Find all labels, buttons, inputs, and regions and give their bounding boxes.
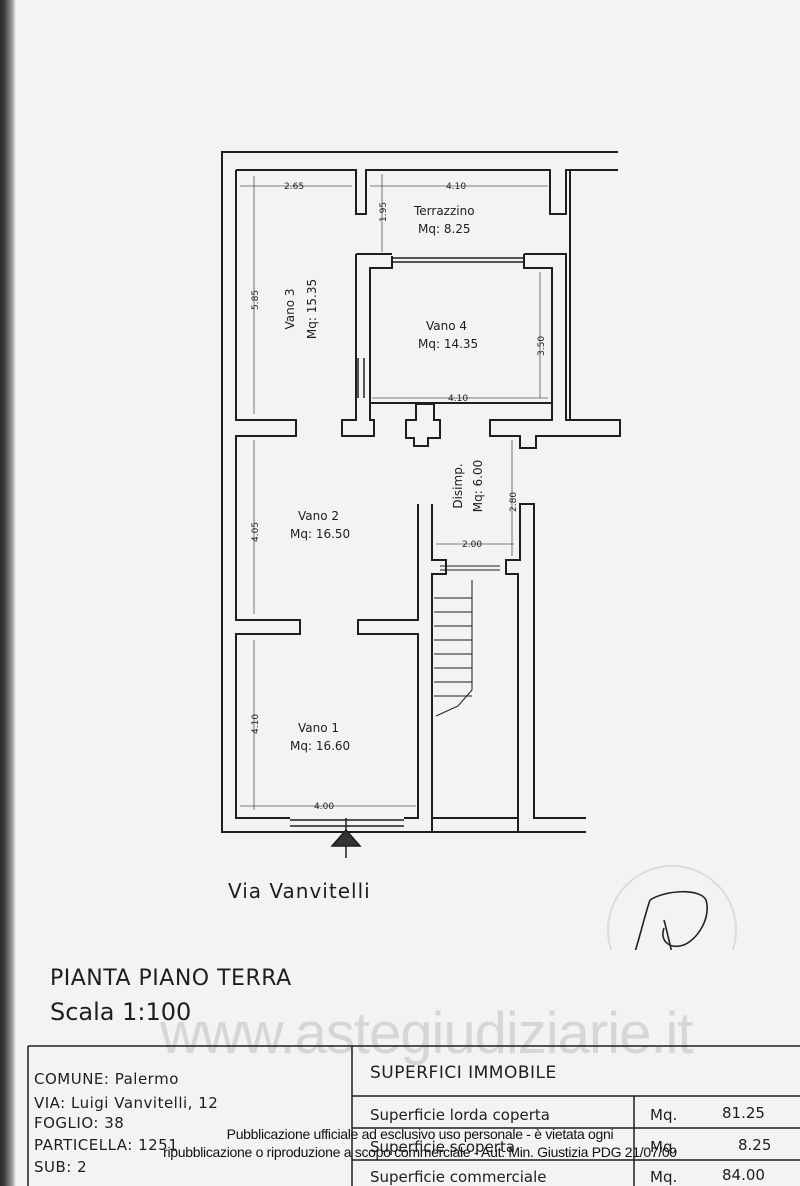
street-name: Via Vanvitelli [228, 879, 371, 903]
room-name-vano-4: Vano 4 [426, 319, 467, 333]
dimension-label: 4.05 [251, 522, 261, 542]
superfici-value: 84.00 [722, 1166, 765, 1184]
plan-scale: Scala 1:100 [50, 998, 192, 1026]
info-particella: PARTICELLA: 1251 [34, 1136, 179, 1154]
dimension-label: 1.95 [379, 202, 389, 222]
plan-title: PIANTA PIANO TERRA [50, 966, 292, 991]
info-comune: COMUNE: Palermo [34, 1070, 179, 1088]
room-area-vano-2: Mq: 16.50 [290, 527, 350, 541]
room-area-disimpegno: Mq: 6.00 [471, 460, 485, 513]
superfici-label: Superficie lorda coperta [370, 1106, 550, 1124]
plan-walls [221, 151, 621, 833]
openings [290, 257, 524, 827]
entrance-arrow-icon [330, 818, 362, 858]
superfici-value: 81.25 [722, 1104, 765, 1122]
staircase [434, 565, 500, 717]
room-name-vano-1: Vano 1 [298, 721, 339, 735]
room-area-vano-4: Mq: 14.35 [418, 337, 478, 351]
stamp [607, 865, 737, 950]
publication-notice-line-2: ripubblicazione o riproduzione a scopo c… [163, 1144, 677, 1160]
dimension-label: 4.10 [251, 714, 261, 734]
dimension-label: 4.10 [448, 394, 468, 404]
room-name-disimpegno: Disimp. [451, 463, 465, 508]
watermark: www.astegiudiziarie.it [160, 1001, 693, 1066]
room-area-terrazzino: Mq: 8.25 [418, 222, 471, 236]
publication-notice-line-1: Pubblicazione ufficiale ad esclusivo uso… [226, 1126, 614, 1142]
superfici-unit: Mq. [650, 1106, 678, 1124]
dimension-lines [240, 174, 548, 810]
info-foglio: FOGLIO: 38 [34, 1114, 125, 1132]
room-area-vano-3: Mq: 15.35 [305, 279, 319, 339]
dimension-label: 4.10 [446, 182, 466, 192]
dimension-label: 5.85 [251, 290, 261, 310]
info-sub: SUB: 2 [34, 1158, 88, 1176]
superfici-label: Superficie commerciale [370, 1168, 547, 1186]
floor-plan: Terrazzino Mq: 8.25 Vano 3 Mq: 15.35 Van… [221, 151, 737, 950]
room-name-terrazzino: Terrazzino [413, 204, 475, 218]
signature [634, 890, 708, 950]
dimension-label: 3.50 [537, 336, 547, 356]
room-area-vano-1: Mq: 16.60 [290, 739, 350, 753]
superfici-unit: Mq. [650, 1168, 678, 1186]
superfici-unit: Mq. [650, 1138, 678, 1156]
superfici-label: Superficie scoperta [370, 1138, 516, 1156]
info-frame [27, 1045, 800, 1186]
info-via: VIA: Luigi Vanvitelli, 12 [34, 1094, 219, 1112]
room-name-vano-2: Vano 2 [298, 509, 339, 523]
dimension-label: 2.65 [284, 182, 304, 192]
room-name-vano-3: Vano 3 [283, 288, 297, 329]
dimension-label: 2.80 [509, 492, 519, 512]
superfici-title: SUPERFICI IMMOBILE [370, 1063, 557, 1083]
dimension-label: 4.00 [314, 802, 334, 812]
dimension-label: 2.00 [462, 540, 482, 550]
superfici-value: 8.25 [738, 1136, 772, 1154]
